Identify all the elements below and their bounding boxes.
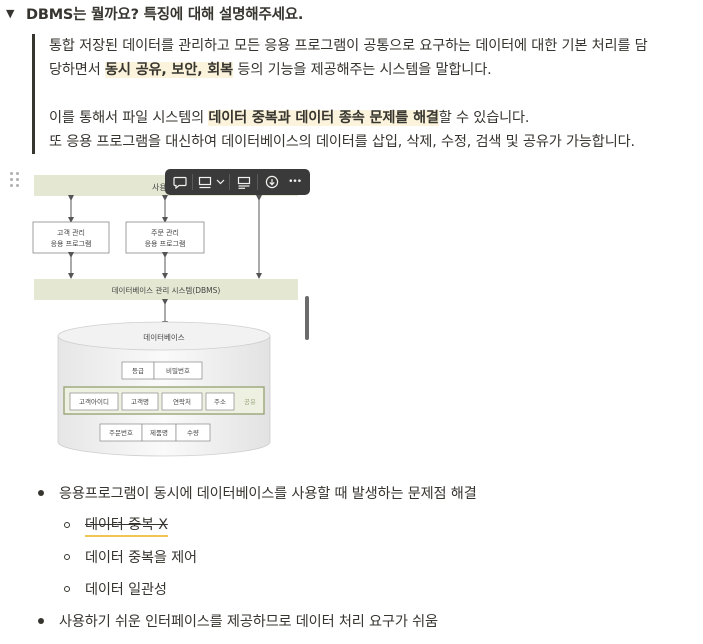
bullet-dot-icon — [38, 490, 44, 496]
field-quantity: 수량 — [187, 429, 199, 437]
bullet-dot-icon — [38, 618, 44, 624]
app-box-customer — [32, 221, 110, 254]
caption-icon[interactable] — [232, 172, 255, 192]
toolbar-divider — [257, 174, 259, 190]
field-password: 비밀번호 — [166, 366, 190, 375]
download-icon[interactable] — [260, 172, 283, 192]
toggle-triangle-icon[interactable]: ▼ — [6, 6, 15, 20]
dbms-bar — [34, 279, 298, 300]
list-item-text: 응용프로그램이 동시에 데이터베이스를 사용할 때 발생하는 문제점 해결 — [59, 486, 477, 502]
speech-bubble-icon[interactable] — [169, 172, 190, 192]
quote-line-3-text: 이를 통해서 파일 시스템의 — [49, 110, 209, 126]
field-contact: 연락처 — [173, 397, 191, 406]
dbms-diagram-image[interactable]: 사용 고객 관리 응용 프로그램 주문 관리 응용 프로그램 데이터베이스 관리… — [26, 168, 310, 464]
app-box-order — [125, 221, 205, 254]
list-item-text: 데이터 중복을 제어 — [85, 550, 197, 566]
list-item-text: 데이터 일관성 — [85, 582, 167, 598]
field-grade: 등급 — [132, 367, 144, 375]
bullet-ring-icon — [64, 522, 70, 528]
list-item: 데이터 중복 X — [64, 510, 168, 540]
shared-tag: 공유 — [244, 398, 256, 406]
list-item: 데이터 중복을 제어 — [64, 542, 197, 572]
drag-handle-icon[interactable] — [10, 172, 20, 188]
app-box-order-l1: 주문 관리 — [151, 228, 179, 237]
image-resize-handle[interactable] — [305, 296, 309, 340]
list-item: 데이터 일관성 — [64, 574, 167, 604]
field-customer-name: 고객명 — [131, 397, 149, 406]
highlight-concurrency: 동시 공유, 보안, 회복 — [104, 62, 234, 78]
field-order-no: 주문번호 — [109, 428, 133, 437]
toolbar-divider — [192, 174, 193, 190]
list-item-text-strikethrough: 데이터 중복 X — [85, 514, 168, 537]
align-icon — [198, 176, 211, 188]
quote-gap — [49, 82, 692, 106]
dbms-diagram: 사용 고객 관리 응용 프로그램 주문 관리 응용 프로그램 데이터베이스 관리… — [32, 175, 298, 457]
list-item: 사용하기 쉬운 인터페이스를 제공하므로 데이터 처리 요구가 쉬움 — [38, 606, 438, 636]
field-customer-id: 고객아이디 — [79, 397, 109, 406]
quote-block: 통합 저장된 데이터를 관리하고 모든 응용 프로그램이 공통으로 요구하는 데… — [32, 34, 692, 154]
app-box-customer-l2: 응용 프로그램 — [51, 240, 92, 248]
toggle-title: DBMS는 뭘까요? 특징에 대해 설명해주세요. — [26, 6, 304, 23]
bullet-ring-icon — [64, 586, 70, 592]
list-item-text: 사용하기 쉬운 인터페이스를 제공하므로 데이터 처리 요구가 쉬움 — [59, 614, 438, 630]
image-toolbar: ••• — [165, 169, 310, 195]
list-item: 응용프로그램이 동시에 데이터베이스를 사용할 때 발생하는 문제점 해결 — [38, 478, 477, 508]
chevron-down-icon — [216, 179, 225, 185]
users-bar-label: 사용 — [152, 183, 167, 192]
more-icon[interactable]: ••• — [288, 177, 302, 187]
bullet-ring-icon — [64, 554, 70, 560]
field-address: 주소 — [214, 398, 226, 406]
quote-line-4: 또 응용 프로그램을 대신하여 데이터베이스의 데이터를 삽입, 삭제, 수정,… — [49, 134, 635, 150]
quote-line-3-tail: 할 수 있습니다. — [438, 110, 530, 126]
dbms-bar-label: 데이터베이스 관리 시스템(DBMS) — [112, 285, 221, 295]
app-box-customer-l1: 고객 관리 — [57, 228, 85, 237]
db-cylinder-top — [57, 321, 271, 351]
quote-line-2-text: 당하면서 — [49, 62, 105, 78]
quote-line-1: 통합 저장된 데이터를 관리하고 모든 응용 프로그램이 공통으로 요구하는 데… — [49, 38, 648, 54]
quote-line-2: 당하면서 동시 공유, 보안, 회복 등의 기능을 제공해주는 시스템을 말합니… — [49, 58, 692, 82]
quote-line-3: 이를 통해서 파일 시스템의 데이터 중복과 데이터 종속 문제를 해결할 수 … — [49, 106, 692, 130]
toggle-heading[interactable]: ▼ DBMS는 뭘까요? 특징에 대해 설명해주세요. — [6, 2, 303, 24]
quote-line-2-tail: 등의 기능을 제공해주는 시스템을 말합니다. — [233, 62, 492, 78]
field-product-name: 제품명 — [150, 428, 168, 437]
app-box-order-l2: 응용 프로그램 — [145, 240, 186, 248]
db-label: 데이터베이스 — [143, 332, 184, 342]
toolbar-divider — [229, 174, 231, 190]
align-dropdown-button[interactable] — [195, 172, 227, 192]
highlight-redundancy: 데이터 중복과 데이터 종속 문제를 해결 — [208, 110, 439, 126]
